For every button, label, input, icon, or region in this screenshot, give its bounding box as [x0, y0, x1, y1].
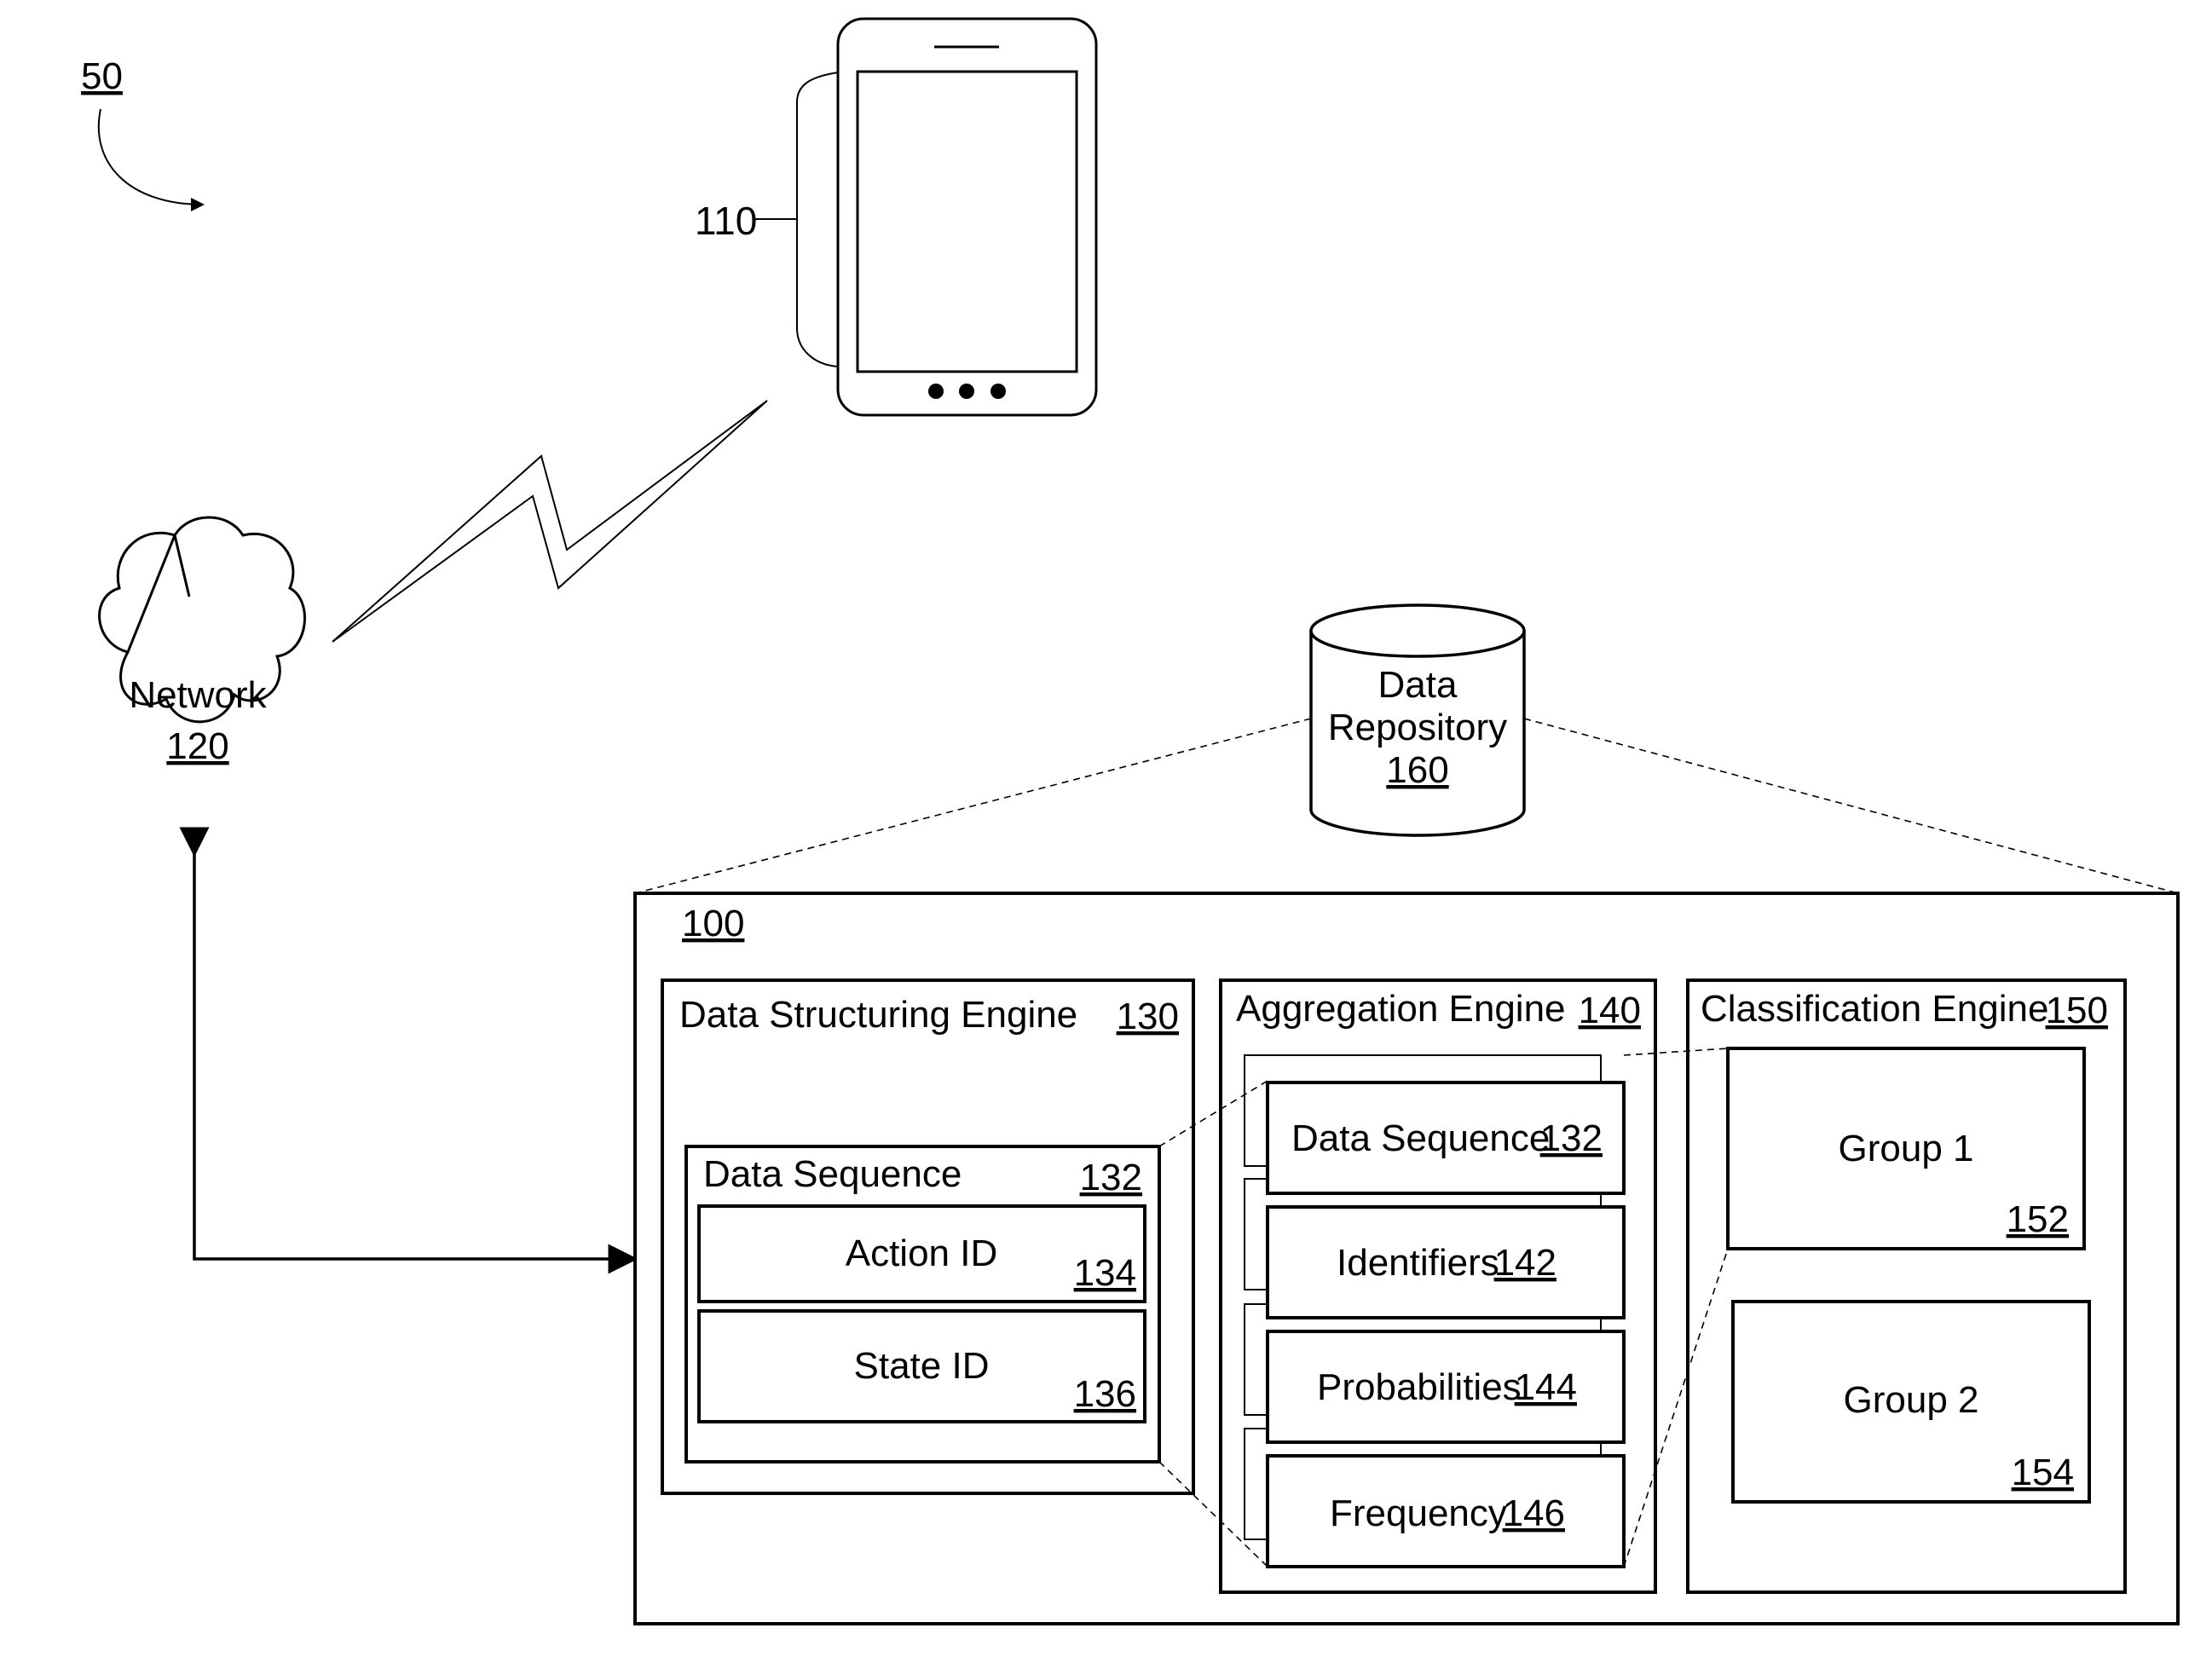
- aggregation-data-sequence-ref: 132: [1540, 1117, 1603, 1159]
- frequency-ref: 146: [1503, 1492, 1565, 1534]
- aggregation-engine-label: Aggregation Engine: [1236, 988, 1566, 1030]
- data-structuring-engine-ref: 130: [1117, 996, 1179, 1037]
- system-ref: 100: [682, 903, 744, 944]
- device-button-dot: [928, 384, 944, 399]
- network-ref: 120: [166, 725, 228, 767]
- probabilities-ref: 144: [1515, 1366, 1577, 1408]
- action-id-label: Action ID: [846, 1233, 998, 1274]
- repository-ref: 160: [1386, 749, 1448, 791]
- mobile-device: [754, 19, 1096, 415]
- data-sequence-label: Data Sequence: [703, 1153, 962, 1195]
- network-label: Network: [129, 674, 267, 716]
- aggregation-data-sequence-label: Data Sequence: [1291, 1117, 1550, 1159]
- classification-engine-label: Classification Engine: [1701, 988, 2048, 1030]
- group-2-label: Group 2: [1844, 1379, 1979, 1421]
- device-bracket: [797, 72, 838, 367]
- probabilities-label: Probabilities: [1317, 1366, 1522, 1408]
- group-1-label: Group 1: [1839, 1128, 1974, 1169]
- repository-label-line1: Data: [1378, 664, 1458, 706]
- repository-link-right: [1524, 719, 2178, 893]
- repository-label-line2: Repository: [1328, 707, 1507, 748]
- data-structuring-engine-label: Data Structuring Engine: [679, 994, 1077, 1036]
- frequency-label: Frequency: [1330, 1492, 1507, 1534]
- wireless-link-icon: [332, 401, 767, 642]
- aggregation-engine-ref: 140: [1579, 990, 1641, 1031]
- device-button-dot: [990, 384, 1006, 399]
- figure-ref: 50: [81, 55, 123, 97]
- device-screen: [858, 72, 1077, 372]
- repository-link-left: [635, 719, 1311, 893]
- state-id-label: State ID: [854, 1345, 990, 1387]
- group-2-ref: 154: [2012, 1452, 2074, 1493]
- classification-engine-ref: 150: [2046, 990, 2108, 1031]
- action-id-ref: 134: [1074, 1252, 1136, 1294]
- data-sequence-ref: 132: [1080, 1157, 1142, 1198]
- figure-pointer-arrow: [99, 109, 203, 205]
- device-button-dot: [959, 384, 974, 399]
- device-ref: 110: [695, 199, 757, 243]
- network-system-connector: [194, 854, 635, 1259]
- group-1-ref: 152: [2007, 1198, 2069, 1240]
- identifiers-label: Identifiers: [1337, 1242, 1499, 1284]
- identifiers-ref: 142: [1494, 1242, 1556, 1284]
- state-id-ref: 136: [1074, 1373, 1136, 1415]
